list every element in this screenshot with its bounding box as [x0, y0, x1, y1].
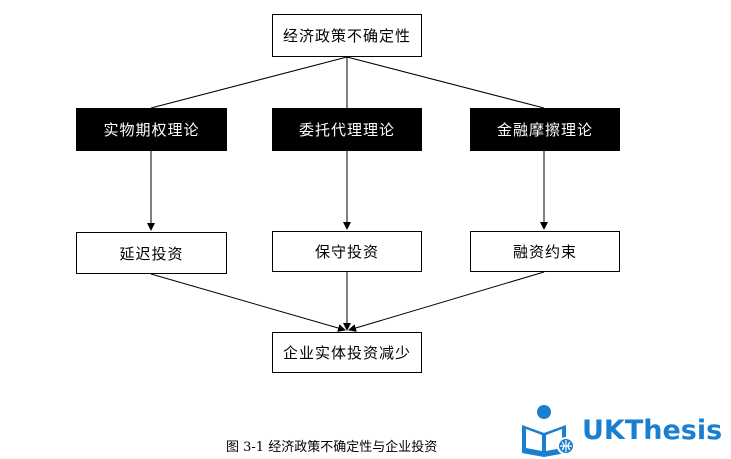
bottom-node: 企业实体投资减少 [272, 332, 422, 373]
theory-node-agency: 委托代理理论 [272, 108, 422, 151]
reader-book-icon [522, 405, 575, 457]
figure-caption: 图 3-1 经济政策不确定性与企业投资 [226, 440, 438, 455]
effect-node-delayed-investment: 延迟投资 [76, 232, 227, 274]
link-top-to-theory-3 [346, 56, 545, 109]
theory-node-financial-friction: 金融摩擦理论 [470, 108, 620, 151]
arrow-effect-1-to-bottom [150, 273, 346, 332]
top-node: 经济政策不确定性 [272, 14, 422, 57]
theory-node-real-options: 实物期权理论 [76, 108, 227, 151]
ukthesis-logo: UKThesis [520, 403, 725, 457]
link-top-to-theory-1 [150, 56, 348, 109]
logo-text: UKThesis [582, 415, 723, 446]
effect-node-financing-constraint: 融资约束 [470, 231, 620, 272]
effect-node-conservative-investment: 保守投资 [272, 231, 422, 272]
arrow-effect-3-to-bottom [348, 271, 545, 332]
